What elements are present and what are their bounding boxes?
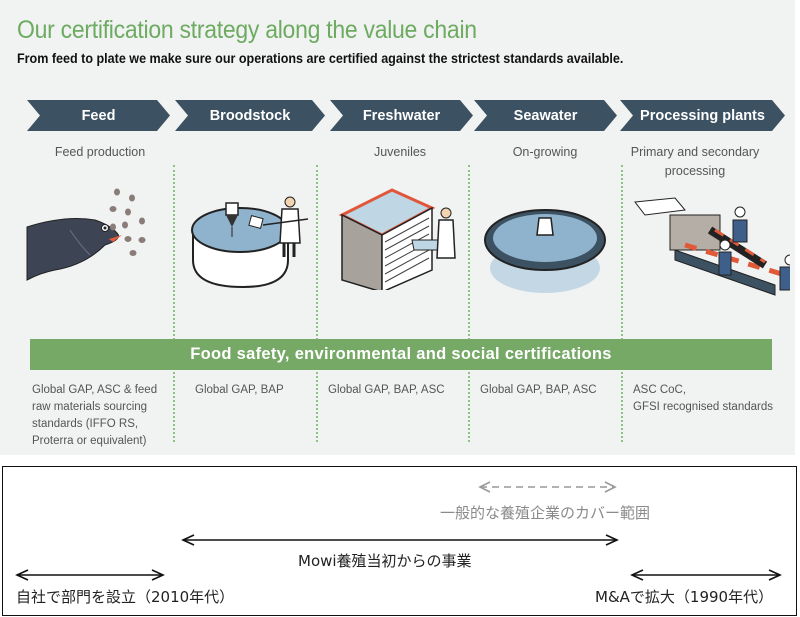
stage-divider xyxy=(621,165,623,340)
cert-feed-line: standards (IFFO RS, xyxy=(32,418,139,430)
stage-divider xyxy=(173,372,175,442)
value-chain-chevrons: Feed Broodstock Freshwater Seawater Proc… xyxy=(27,100,787,132)
stage-sub-processing-line: processing xyxy=(664,164,726,178)
typical-scope-arrow xyxy=(478,481,617,493)
original-scope-arrow xyxy=(181,534,619,546)
inhouse-scope-arrow xyxy=(15,569,165,581)
cert-feed: Global GAP, ASC & feed raw materials sou… xyxy=(32,382,172,450)
stage-divider xyxy=(468,372,470,442)
broodstock-tank-illustration xyxy=(191,196,309,289)
cert-feed-line: raw materials sourcing xyxy=(32,401,148,413)
page-subtitle: From feed to plate we make sure our oper… xyxy=(17,51,624,66)
certification-band: Food safety, environmental and social ce… xyxy=(30,339,772,370)
stage-divider xyxy=(621,372,623,442)
stage-sub-feed: Feed production xyxy=(54,145,146,159)
cert-feed-line: Proterra or equivalent) xyxy=(32,435,147,447)
cert-processing: ASC CoC, GFSI recognised standards xyxy=(633,382,773,416)
stage-chevron-seawater: Seawater xyxy=(474,100,617,131)
page-title: Our certification strategy along the val… xyxy=(17,16,477,44)
stage-divider xyxy=(316,165,318,340)
sea-pen-illustration xyxy=(484,209,606,293)
stage-sub-freshwater: Juveniles xyxy=(373,145,427,159)
cert-processing-line: ASC CoC, xyxy=(633,384,687,396)
hatchery-trays-illustration xyxy=(338,188,456,290)
value-chain-panel: Our certification strategy along the val… xyxy=(0,0,795,455)
salmon-eating-feed-illustration xyxy=(26,188,146,281)
stage-sub-seawater: On-growing xyxy=(512,145,578,159)
stage-chevron-broodstock: Broodstock xyxy=(175,100,325,131)
stage-chevron-freshwater: Freshwater xyxy=(330,100,473,131)
business-scope-box xyxy=(2,466,797,616)
cert-broodstock: Global GAP, BAP xyxy=(195,384,284,396)
mna-scope-label: M&Aで拡大（1990年代） xyxy=(595,588,774,606)
typical-scope-label: 一般的な養殖企業のカバー範囲 xyxy=(440,504,651,522)
stage-sub-processing-line: Primary and secondary xyxy=(630,145,760,159)
stage-sub-processing: Primary and secondary processing xyxy=(620,143,770,181)
stage-divider xyxy=(468,165,470,340)
cert-feed-line: Global GAP, ASC & feed xyxy=(32,384,158,396)
stage-chevron-feed: Feed xyxy=(27,100,170,131)
inhouse-scope-label: 自社で部門を設立（2010年代） xyxy=(16,588,235,606)
cert-processing-line: GFSI recognised standards xyxy=(633,401,773,413)
original-scope-label: Mowi養殖当初からの事業 xyxy=(298,552,472,570)
stage-chevron-processing: Processing plants xyxy=(620,100,785,131)
mna-scope-arrow xyxy=(630,569,782,581)
stage-divider xyxy=(173,165,175,340)
processing-line-illustration xyxy=(634,197,790,296)
stage-divider xyxy=(316,372,318,442)
cert-seawater: Global GAP, BAP, ASC xyxy=(480,384,597,396)
cert-freshwater: Global GAP, BAP, ASC xyxy=(328,384,445,396)
